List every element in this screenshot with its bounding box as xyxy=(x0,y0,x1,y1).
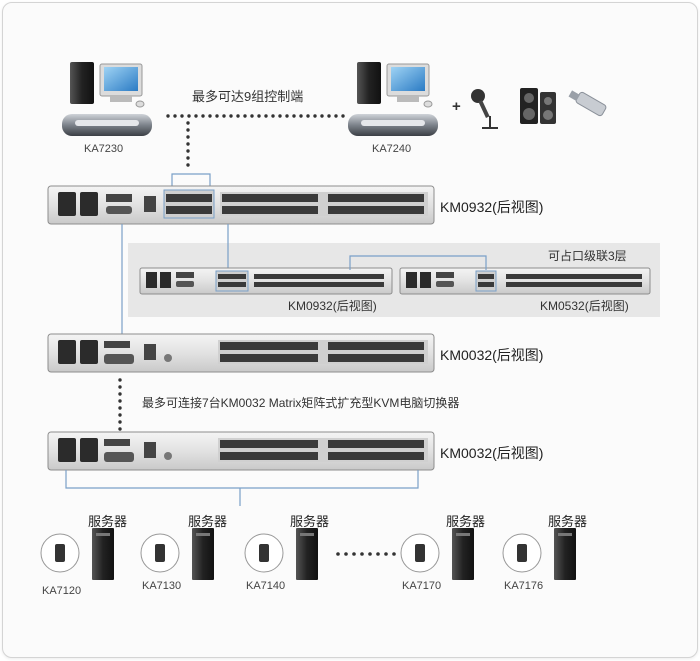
switch-km0932-cascade xyxy=(139,267,393,295)
server-tower-icon xyxy=(192,528,214,580)
adapter-model-2: KA7130 xyxy=(142,580,182,592)
cascade-note: 可占口级联3层 xyxy=(548,249,627,263)
mouse-icon xyxy=(135,100,145,108)
server-tower-icon xyxy=(554,528,576,580)
consoles-note: 最多可达9组控制端 xyxy=(192,89,304,104)
label-km0932-cascade: KM0932(后视图) xyxy=(288,299,377,313)
server-label-4: 服务器 xyxy=(446,514,486,529)
usb-drive-icon xyxy=(568,90,607,117)
console-model-right: KA7240 xyxy=(372,143,412,155)
server-label-1: 服务器 xyxy=(88,514,128,529)
label-km0532-cascade: KM0532(后视图) xyxy=(540,299,629,313)
adapter-model-1: KA7120 xyxy=(42,585,82,597)
matrix-note: 最多可连接7台KM0032 Matrix矩阵式扩充型KVM电脑切换器 xyxy=(142,396,460,410)
server-tower-icon xyxy=(92,528,114,580)
adapter-model-5: KA7176 xyxy=(504,580,544,592)
server-ellipsis xyxy=(336,552,396,556)
server-2 xyxy=(140,528,214,580)
adapter-model-3: KA7140 xyxy=(246,580,286,592)
switch-km0932-top xyxy=(47,185,435,225)
console-left xyxy=(62,62,152,136)
console-model-left: KA7230 xyxy=(84,143,124,155)
server-1 xyxy=(40,528,114,580)
speakers-icon xyxy=(520,88,556,124)
server-3 xyxy=(244,528,318,580)
server-label-2: 服务器 xyxy=(188,514,228,529)
label-km0032-bottom: KM0032(后视图) xyxy=(440,445,544,461)
console-link xyxy=(166,114,345,167)
label-km0932-top: KM0932(后视图) xyxy=(440,199,544,215)
server-tower-icon xyxy=(452,528,474,580)
server-label-5: 服务器 xyxy=(548,514,588,529)
console-right xyxy=(348,62,438,136)
server-5 xyxy=(502,528,576,580)
matrix-link xyxy=(118,378,122,431)
adapter-model-4: KA7170 xyxy=(402,580,442,592)
plus-sign: + xyxy=(452,98,461,115)
mouse-icon xyxy=(423,100,433,108)
server-label-3: 服务器 xyxy=(290,514,330,529)
switch-km0532-cascade xyxy=(399,267,651,295)
switch-km0032-bottom xyxy=(47,431,435,471)
server-4 xyxy=(400,528,474,580)
server-tower-icon xyxy=(296,528,318,580)
pc-tower-icon xyxy=(357,62,381,104)
switch-km0032-mid xyxy=(47,333,435,373)
microphone-icon xyxy=(471,89,498,129)
label-km0032-mid: KM0032(后视图) xyxy=(440,347,544,363)
pc-tower-icon xyxy=(70,62,94,104)
